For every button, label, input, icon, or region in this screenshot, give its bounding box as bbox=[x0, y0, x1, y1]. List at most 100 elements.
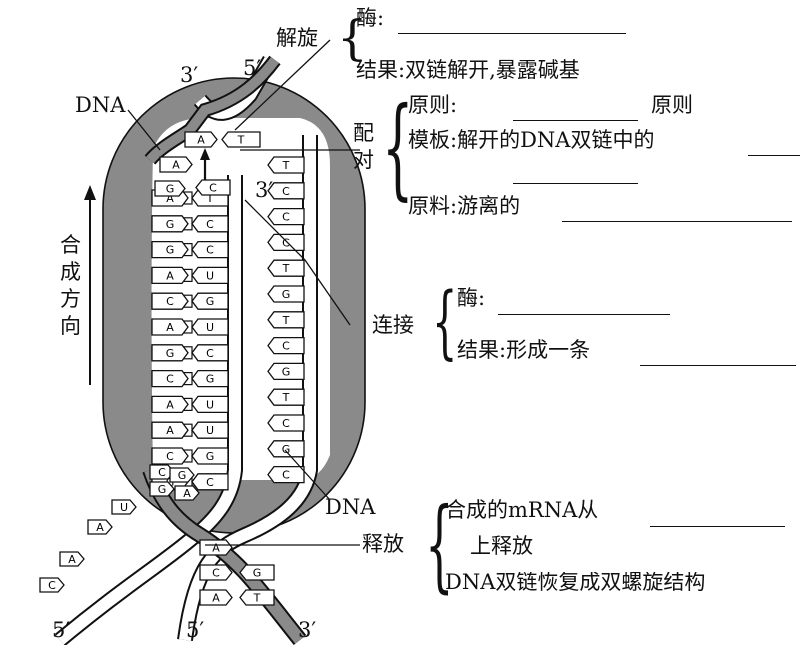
coding-base: C bbox=[268, 338, 304, 354]
linking-enzyme-blank[interactable] bbox=[498, 314, 670, 315]
coding-base-label: T bbox=[282, 159, 290, 172]
linking-enzyme-label: 酶: bbox=[457, 288, 485, 309]
unwinding-title: 解旋 bbox=[276, 28, 318, 49]
exit-base: A bbox=[60, 552, 84, 566]
unwinding-enzyme-label: 酶: bbox=[356, 8, 384, 29]
end-label-bottom-mid: 5′ bbox=[186, 620, 204, 641]
template-base-label: G bbox=[166, 244, 175, 257]
exit-base-label: G bbox=[178, 469, 187, 482]
rna-base-label: G bbox=[206, 373, 215, 386]
template-base-label: C bbox=[166, 295, 174, 308]
top-base-third-right-label: C bbox=[209, 182, 217, 195]
release-line1: 合成的mRNA从 bbox=[445, 500, 598, 521]
exit-base-label: G bbox=[158, 483, 167, 496]
pairing-template-label: 模板:解开的DNA双链中的 bbox=[408, 130, 654, 151]
exit-base: A bbox=[175, 486, 199, 500]
end-label-top-right: 5′ bbox=[243, 58, 261, 79]
coding-base-label: C bbox=[282, 417, 290, 430]
coding-base-label: T bbox=[282, 314, 290, 327]
linking-result-label: 结果:形成一条 bbox=[457, 340, 590, 361]
template-base-label: A bbox=[166, 321, 174, 334]
bottom-base-left: A bbox=[200, 540, 232, 555]
linking-brace: { bbox=[432, 282, 457, 362]
template-base: C bbox=[152, 293, 188, 309]
exit-base: A bbox=[88, 520, 112, 534]
rna-base-label: U bbox=[206, 321, 214, 334]
coding-base-label: G bbox=[282, 365, 291, 378]
pairing-material-blank[interactable] bbox=[562, 221, 792, 222]
exit-base: G bbox=[170, 468, 194, 482]
rna-base-label: C bbox=[206, 347, 214, 360]
exit-base: U bbox=[112, 500, 136, 514]
bottom-base-left-label: A bbox=[212, 592, 220, 605]
pairing-principle-blank[interactable] bbox=[513, 120, 638, 121]
coding-base-label: C bbox=[282, 340, 290, 353]
coding-base: G bbox=[268, 363, 304, 379]
pairing-template-blank-2[interactable] bbox=[513, 183, 638, 184]
rna-base: U bbox=[192, 422, 228, 438]
pairing-material-label: 原料:游离的 bbox=[408, 196, 520, 217]
coding-base: T bbox=[268, 389, 304, 405]
template-base-label: G bbox=[166, 347, 175, 360]
end-label-bottom-left: 5′ bbox=[52, 620, 70, 641]
exit-base: C bbox=[40, 578, 64, 592]
rna-base: C bbox=[192, 345, 228, 361]
coding-base: T bbox=[268, 260, 304, 276]
bottom-base-right: G bbox=[240, 565, 274, 580]
bottom-base-left: C bbox=[200, 565, 232, 580]
template-base: A bbox=[152, 319, 188, 335]
exit-base-label: A bbox=[183, 487, 191, 500]
direction-char-4: 向 bbox=[60, 313, 84, 340]
release-blank[interactable] bbox=[650, 526, 785, 527]
coding-base: C bbox=[268, 467, 304, 483]
coding-base: G bbox=[268, 286, 304, 302]
rna-base-label: U bbox=[206, 269, 214, 282]
coding-base: C bbox=[268, 183, 304, 199]
top-base-left-label: A bbox=[197, 134, 205, 147]
coding-base: T bbox=[268, 312, 304, 328]
rna-base: U bbox=[192, 267, 228, 283]
coding-base: G bbox=[268, 441, 304, 457]
pairing-title: 配 对 bbox=[353, 120, 374, 174]
unwinding-enzyme-blank[interactable] bbox=[398, 33, 626, 34]
top-base-third-label: G bbox=[166, 183, 175, 196]
exit-base-label: A bbox=[68, 553, 76, 566]
rna-base: C bbox=[192, 216, 228, 232]
pairing-template-blank[interactable] bbox=[748, 155, 800, 156]
exit-base: G bbox=[150, 482, 174, 496]
bottom-base-right-label: T bbox=[253, 592, 261, 605]
end-label-top-left: 3′ bbox=[180, 65, 198, 86]
dna-label-bottom: DNA bbox=[325, 497, 375, 518]
linking-result-blank[interactable] bbox=[640, 365, 796, 366]
direction-char-1: 合 bbox=[60, 232, 84, 259]
template-base-label: C bbox=[166, 450, 174, 463]
template-base: C bbox=[152, 448, 188, 464]
template-base: A bbox=[152, 396, 188, 412]
rna-base-label: U bbox=[206, 398, 214, 411]
top-base-right-label: T bbox=[237, 134, 245, 147]
release-line2: 上释放 bbox=[470, 536, 533, 557]
coding-base: C bbox=[268, 234, 304, 250]
coding-base: T bbox=[268, 157, 304, 173]
release-line3: DNA双链恢复成双螺旋结构 bbox=[445, 572, 705, 593]
template-base: C bbox=[152, 371, 188, 387]
rna-base: G bbox=[192, 293, 228, 309]
template-base: G bbox=[152, 216, 188, 232]
rna-base: G bbox=[192, 371, 228, 387]
pairing-title-char-2: 对 bbox=[353, 147, 374, 174]
pairing-title-char-1: 配 bbox=[353, 120, 374, 147]
bottom-base-left: A bbox=[200, 590, 232, 605]
coding-base-label: T bbox=[282, 391, 290, 404]
template-base-label: G bbox=[166, 218, 175, 231]
template-base-label: A bbox=[166, 398, 174, 411]
exit-base-label: U bbox=[120, 501, 128, 514]
coding-base-label: T bbox=[282, 262, 290, 275]
direction-char-2: 成 bbox=[60, 259, 84, 286]
template-base-label: A bbox=[166, 269, 174, 282]
bottom-base-right-label: G bbox=[253, 567, 262, 580]
coding-base: C bbox=[268, 415, 304, 431]
coding-base-label: C bbox=[282, 211, 290, 224]
linking-title: 连接 bbox=[372, 315, 414, 336]
bottom-base-left-label: A bbox=[212, 542, 220, 555]
template-base: G bbox=[152, 345, 188, 361]
